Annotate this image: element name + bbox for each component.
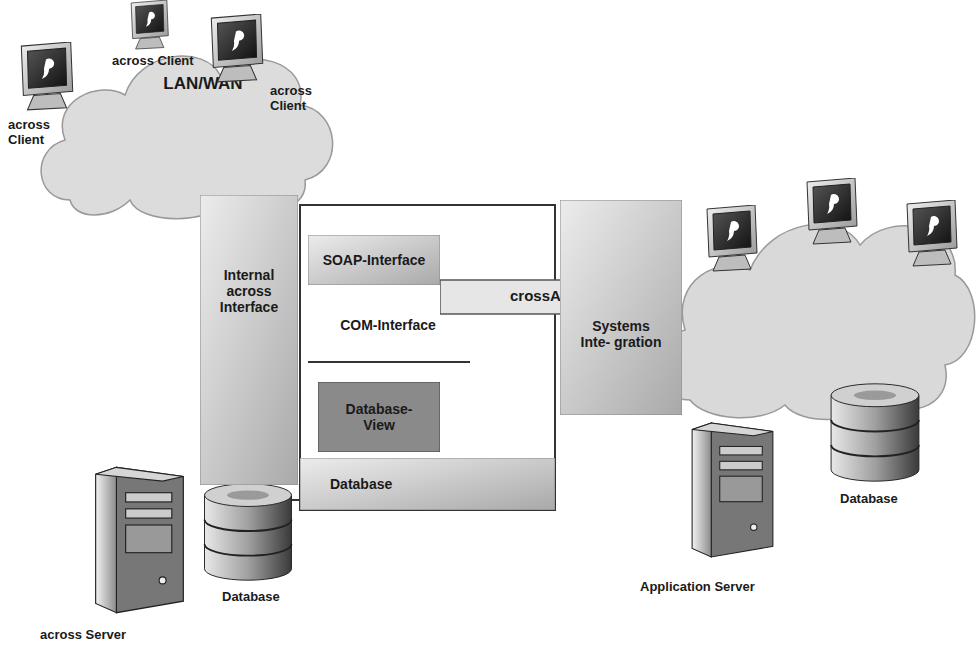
server-label: across Server: [40, 628, 180, 643]
node-text: Systems Inte- gration: [580, 318, 662, 350]
database-cylinder: [831, 384, 919, 481]
node-text: Database- View: [337, 401, 421, 433]
node-text: COM-Interface: [340, 317, 436, 333]
separator-line: [308, 361, 470, 363]
client-monitor: [707, 205, 757, 271]
database-cylinder: [205, 484, 292, 580]
node-text: SOAP-Interface: [323, 252, 426, 268]
database-band: Database: [300, 458, 555, 510]
client-label: across Client: [270, 84, 326, 114]
client-monitor: [907, 200, 957, 266]
client-monitor: [131, 0, 168, 49]
across-server-icon: [96, 467, 184, 612]
node-text: Internal across Interface: [206, 267, 292, 315]
database-label: Database: [222, 590, 322, 605]
client-monitor: [21, 42, 72, 110]
node-text: Database: [330, 476, 420, 492]
client-label: across Client: [8, 118, 64, 148]
client-label: across Client: [112, 54, 232, 69]
server-label: Application Server: [640, 580, 810, 595]
integration-band: Systems Inte- gration: [560, 200, 682, 415]
database-view-box: Database- View: [318, 382, 440, 452]
interface-band: SOAP-Interface: [308, 235, 440, 285]
client-monitor: [807, 178, 857, 244]
panel-outline: [300, 205, 555, 510]
application-server-icon: [692, 423, 773, 557]
database-label: Database: [840, 492, 940, 507]
interface-band: Internal across Interface: [200, 195, 298, 485]
node-text: LAN/WAN: [148, 74, 258, 94]
